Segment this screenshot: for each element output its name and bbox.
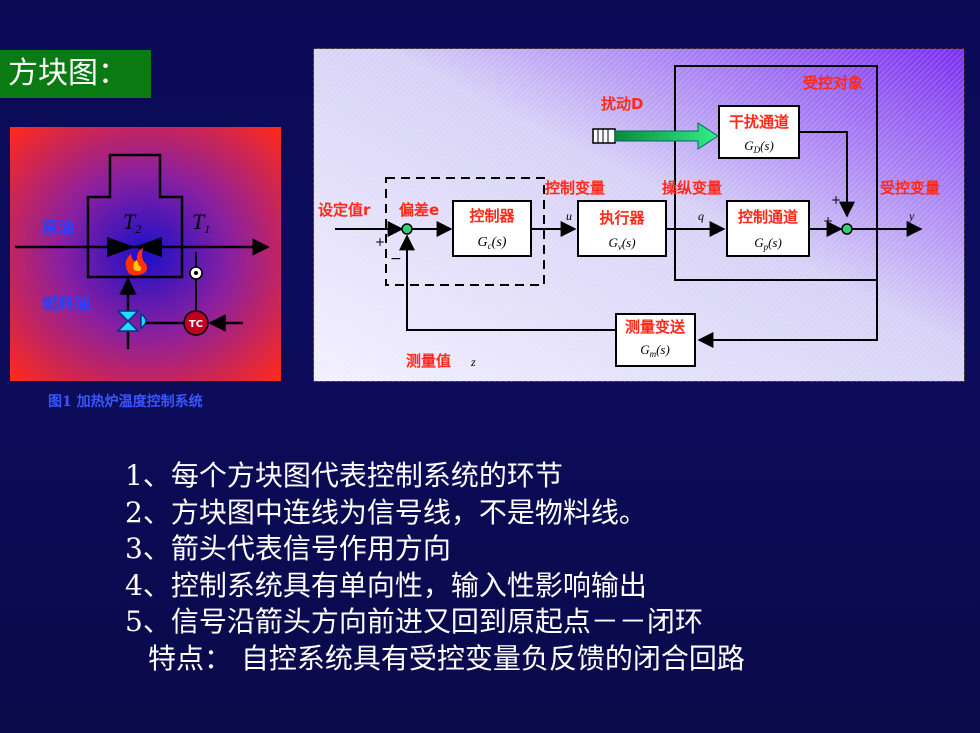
t2-label: T2 <box>123 209 141 236</box>
feedback-minus: − <box>390 251 402 267</box>
u-label: u <box>566 209 572 223</box>
furnace-body <box>86 153 184 279</box>
setpoint-label: 设定值r <box>318 201 371 219</box>
coil-right <box>134 237 162 257</box>
error-label: 偏差e <box>399 201 439 219</box>
section-title: 方块图： <box>0 50 151 98</box>
control-valve-icon <box>116 310 147 332</box>
actuator-tf: Gv(s) <box>608 235 635 252</box>
q-label: q <box>698 209 704 223</box>
tc-label: TC <box>189 319 203 330</box>
output-summing-junction <box>841 223 853 235</box>
point-item: 1、每个方块图代表控制系统的环节 <box>125 459 563 492</box>
furnace-background <box>10 127 281 381</box>
disturbance-channel-label: 干扰通道 <box>729 113 789 131</box>
disturbance-channel-block <box>718 105 800 159</box>
disturbance-arrow-icon <box>614 122 719 150</box>
point-item: 3、箭头代表信号作用方向 <box>125 532 451 565</box>
furnace-diagram: T2 T1 原油 燃料油 TC <box>10 127 281 381</box>
controlled-variable-label: 受控变量 <box>880 179 940 197</box>
z-label: z <box>470 355 476 369</box>
y-label: y <box>908 209 915 223</box>
control-variable-label: 控制变量 <box>545 179 605 197</box>
point-item: 5、信号沿箭头方向前进又回到原起点－－闭环 <box>125 605 703 638</box>
t1-label: T1 <box>192 209 210 236</box>
disturbance-label: 扰动D <box>601 95 643 113</box>
disturbance-source <box>592 128 616 144</box>
fuel-oil-label: 燃料油 <box>42 294 90 313</box>
flame-icon <box>125 248 147 276</box>
measured-label: 测量值 <box>406 352 451 370</box>
transmitter-label: 测量变送 <box>625 318 686 336</box>
actuator-label: 执行器 <box>599 209 645 227</box>
coil-left <box>107 237 135 257</box>
controller-tf: Gc(s) <box>478 235 507 251</box>
block-diagram: 受控对象 扰动D 干扰通道 GD(s) 控制变量 操纵变量 受控变量 设定值r … <box>313 48 965 382</box>
control-channel-block <box>726 200 810 257</box>
crude-oil-label: 原油 <box>42 218 74 237</box>
disturbance-plus: + <box>831 193 841 207</box>
feedback-line <box>697 229 878 348</box>
controller-region <box>385 177 545 286</box>
setpoint-plus: + <box>375 235 385 249</box>
controller-block <box>452 200 532 257</box>
control-channel-tf: Gp(s) <box>754 235 782 252</box>
point-item: 4、控制系统具有单向性，输入性影响输出 <box>125 568 647 602</box>
key-points: 1、每个方块图代表控制系统的环节 2、方块图中连线为信号线，不是物料线。 3、箭… <box>125 458 745 677</box>
summing-junction <box>401 223 413 235</box>
figure-caption: 图1 加热炉温度控制系统 <box>48 394 203 410</box>
disturbance-tf: GD(s) <box>744 138 774 155</box>
point-item: 2、方块图中连线为信号线，不是物料线。 <box>125 495 647 529</box>
transmitter-block <box>615 313 696 367</box>
manipulated-variable-label: 操纵变量 <box>662 179 722 197</box>
control-plus: + <box>823 214 833 228</box>
feature-line: 特点： 自控系统具有受控变量负反馈的闭合回路 <box>148 641 745 675</box>
control-channel-label: 控制通道 <box>738 208 798 226</box>
disturbance-output-line <box>799 131 855 218</box>
plant-label: 受控对象 <box>803 74 863 92</box>
plant-boundary <box>674 65 878 281</box>
transmitter-tf: Gm(s) <box>640 342 670 359</box>
controller-label: 控制器 <box>469 207 515 225</box>
measured-line <box>399 234 616 331</box>
